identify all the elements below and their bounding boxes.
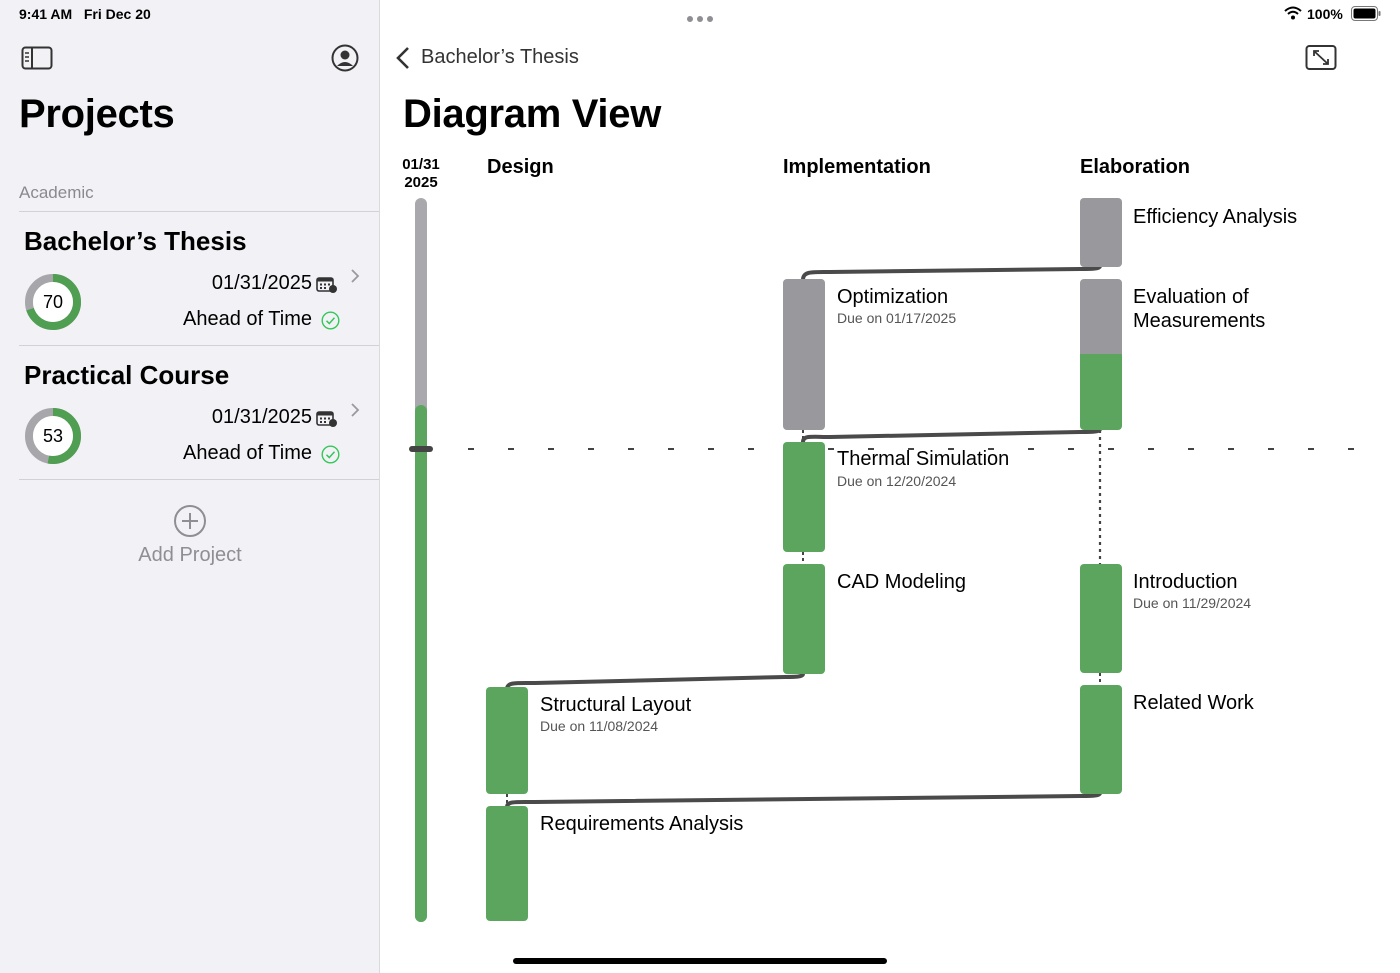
- calendar-icon: [316, 410, 338, 433]
- column-header-design: Design: [487, 156, 554, 178]
- status-time: 9:41 AM Fri Dec 20: [19, 6, 151, 22]
- back-chevron-icon[interactable]: [395, 46, 411, 75]
- due-date: 01/31/2025: [211, 406, 312, 428]
- add-project-button[interactable]: [0, 504, 380, 543]
- task-due-structural-layout: Due on 11/08/2024: [540, 718, 659, 734]
- task-bar-thermal-simulation[interactable]: [783, 442, 825, 552]
- column-header-elaboration: Elaboration: [1080, 156, 1191, 178]
- timeline-today-marker[interactable]: [409, 446, 433, 452]
- task-bar-structural-layout[interactable]: [486, 687, 528, 794]
- progress-value: 53: [42, 425, 64, 446]
- progress-value: 70: [42, 291, 64, 312]
- task-title-efficiency-analysis[interactable]: Efficiency Analysis: [1133, 206, 1298, 228]
- task-bar-introduction[interactable]: [1080, 564, 1122, 673]
- timeline-progress: [415, 405, 427, 922]
- progress-ring: [25, 408, 81, 464]
- due-date: 01/31/2025: [211, 272, 312, 294]
- chevron-right-icon: [350, 402, 360, 423]
- task-bar-cad-modeling[interactable]: [783, 564, 825, 674]
- task-due-optimization: Due on 01/17/2025: [837, 310, 957, 326]
- sidebar-title: Projects: [19, 92, 175, 136]
- divider: [19, 211, 379, 212]
- connector-structural-cad: [505, 673, 805, 690]
- task-title-thermal-simulation[interactable]: Thermal Simulation: [837, 448, 1010, 470]
- plus-circle-icon[interactable]: [173, 504, 207, 538]
- battery-icon: [1351, 6, 1381, 26]
- status-text: Ahead of Time: [183, 308, 312, 330]
- connector-optimization-efficiency: [801, 265, 1102, 281]
- task-title-optimization[interactable]: Optimization: [837, 286, 949, 308]
- connector-thermal-evaluation: [801, 428, 1102, 443]
- timeline-date: 01/31 2025: [402, 156, 440, 191]
- checkmark-circle-icon: [321, 445, 340, 469]
- task-title-introduction[interactable]: Introduction: [1133, 571, 1238, 593]
- divider: [19, 479, 379, 480]
- task-title-structural-layout[interactable]: Structural Layout: [540, 694, 692, 716]
- task-bar-requirements-analysis[interactable]: [486, 806, 528, 921]
- status-text: Ahead of Time: [183, 442, 312, 464]
- fullscreen-icon[interactable]: [1305, 44, 1337, 77]
- task-bar-optimization[interactable]: [783, 279, 825, 430]
- project-name: Practical Course: [24, 360, 230, 390]
- task-title-requirements-analysis[interactable]: Requirements Analysis: [540, 813, 744, 835]
- page-title: Diagram View: [403, 92, 662, 136]
- account-icon[interactable]: [331, 44, 359, 77]
- task-title-evaluation-of-measurements[interactable]: Evaluation of Measurements: [1133, 286, 1266, 332]
- battery-percentage: 100%: [1307, 6, 1343, 22]
- task-due-introduction: Due on 11/29/2024: [1133, 595, 1252, 611]
- checkmark-circle-icon: [321, 311, 340, 335]
- section-header: Academic: [19, 183, 94, 202]
- back-button[interactable]: Bachelor’s Thesis: [421, 46, 579, 68]
- sidebar-toggle-icon[interactable]: [21, 46, 53, 75]
- sidebar: 9:41 AM Fri Dec 20 Projects Academic Bac…: [0, 0, 380, 973]
- progress-ring: [25, 274, 81, 330]
- task-bar-related-work[interactable]: [1080, 685, 1122, 794]
- task-bar-efficiency-analysis[interactable]: [1080, 198, 1122, 267]
- connector-requirements-related: [505, 792, 1102, 808]
- multitasking-dots-icon[interactable]: [686, 10, 714, 28]
- home-indicator[interactable]: [513, 958, 887, 964]
- chevron-right-icon: [350, 268, 360, 289]
- wifi-icon: [1284, 6, 1302, 25]
- project-row-bachelors-thesis[interactable]: Bachelor’s Thesis 70 01/31/2025 Ahead of…: [19, 212, 380, 346]
- add-project-label[interactable]: Add Project: [138, 544, 242, 566]
- divider: [19, 345, 379, 346]
- task-title-related-work[interactable]: Related Work: [1133, 692, 1254, 714]
- project-row-practical-course[interactable]: Practical Course 53 01/31/2025 Ahead of …: [19, 346, 380, 480]
- task-bar-evaluation-of-measurements[interactable]: [1080, 279, 1122, 430]
- column-header-implementation: Implementation: [783, 156, 931, 178]
- calendar-icon: [316, 276, 338, 299]
- task-title-cad-modeling[interactable]: CAD Modeling: [837, 571, 966, 593]
- project-name: Bachelor’s Thesis: [24, 226, 247, 256]
- task-due-thermal-simulation: Due on 12/20/2024: [837, 473, 957, 489]
